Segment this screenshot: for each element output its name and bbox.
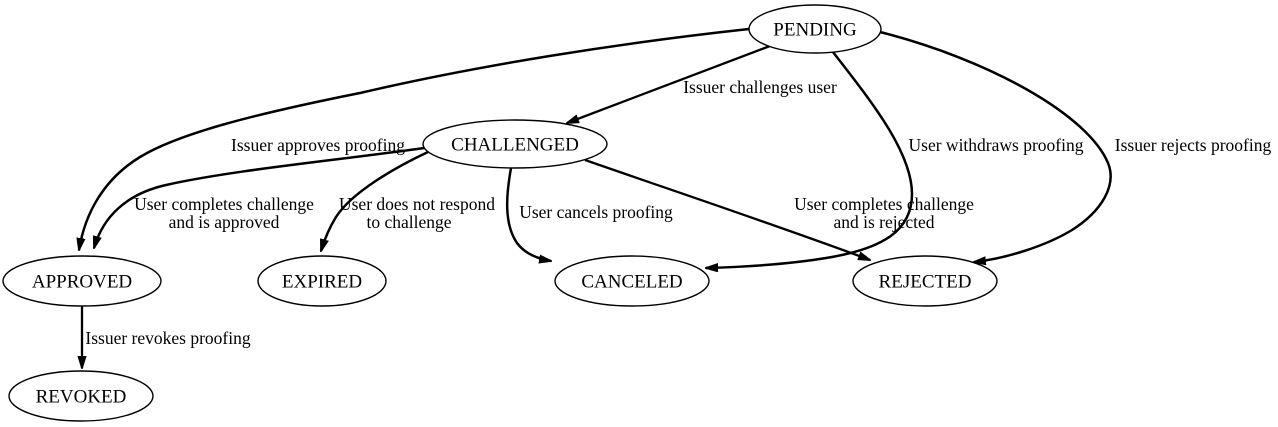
edge-challenged-expired <box>319 150 429 251</box>
node-challenged: CHALLENGED <box>422 119 608 169</box>
edge-label-no-respond-line2: to challenge <box>366 212 451 232</box>
edge-label-user-withdraws-proofing: User withdraws proofing <box>909 135 1084 155</box>
node-expired-label: EXPIRED <box>282 272 362 293</box>
edge-label-completes-approved-line1: User completes challenge <box>134 194 314 214</box>
edge-pending-challenged <box>567 44 771 125</box>
node-canceled-ellipse <box>554 255 710 307</box>
edge-challenged-rejected <box>584 158 870 262</box>
edge-labels-layer: Issuer challenges user Issuer approves p… <box>85 77 1271 348</box>
edge-label-issuer-challenges-user: Issuer challenges user <box>683 77 837 97</box>
edge-challenged-approved <box>92 146 425 248</box>
node-expired: EXPIRED <box>257 255 387 307</box>
node-approved-label: APPROVED <box>32 272 132 293</box>
node-revoked-label: REVOKED <box>36 387 127 408</box>
node-pending-label: PENDING <box>773 20 857 41</box>
edge-label-no-respond-line1: User does not respond <box>339 194 495 214</box>
node-rejected-label: REJECTED <box>879 272 972 293</box>
edge-pending-rejected <box>879 30 1112 262</box>
node-pending-ellipse <box>748 4 882 54</box>
edge-label-issuer-approves-proofing: Issuer approves proofing <box>231 135 405 155</box>
nodes-layer: PENDING CHALLENGED APPROVED EXPIRED CANC… <box>2 4 998 422</box>
edge-label-completes-rejected-line1: User completes challenge <box>794 194 974 214</box>
node-canceled: CANCELED <box>554 255 710 307</box>
edge-label-issuer-rejects-proofing: Issuer rejects proofing <box>1115 135 1272 155</box>
node-pending: PENDING <box>748 4 882 54</box>
node-approved: APPROVED <box>2 255 162 307</box>
edge-label-completes-rejected-line2: and is rejected <box>833 212 934 232</box>
edge-label-user-cancels-proofing: User cancels proofing <box>519 202 673 222</box>
edge-pending-approved <box>79 27 750 250</box>
edge-pending-canceled <box>706 51 914 268</box>
node-revoked: REVOKED <box>8 370 154 422</box>
node-challenged-ellipse <box>422 119 608 169</box>
edge-challenged-canceled <box>505 167 551 261</box>
node-approved-ellipse <box>2 255 162 307</box>
node-expired-ellipse <box>257 255 387 307</box>
edge-label-completes-approved-line2: and is approved <box>169 212 280 232</box>
node-rejected: REJECTED <box>852 255 998 307</box>
edges-layer <box>79 27 1112 368</box>
edge-label-issuer-revokes-proofing: Issuer revokes proofing <box>85 328 250 348</box>
node-rejected-ellipse <box>852 255 998 307</box>
node-canceled-label: CANCELED <box>581 272 682 293</box>
node-revoked-ellipse <box>8 370 154 422</box>
node-challenged-label: CHALLENGED <box>451 135 579 156</box>
